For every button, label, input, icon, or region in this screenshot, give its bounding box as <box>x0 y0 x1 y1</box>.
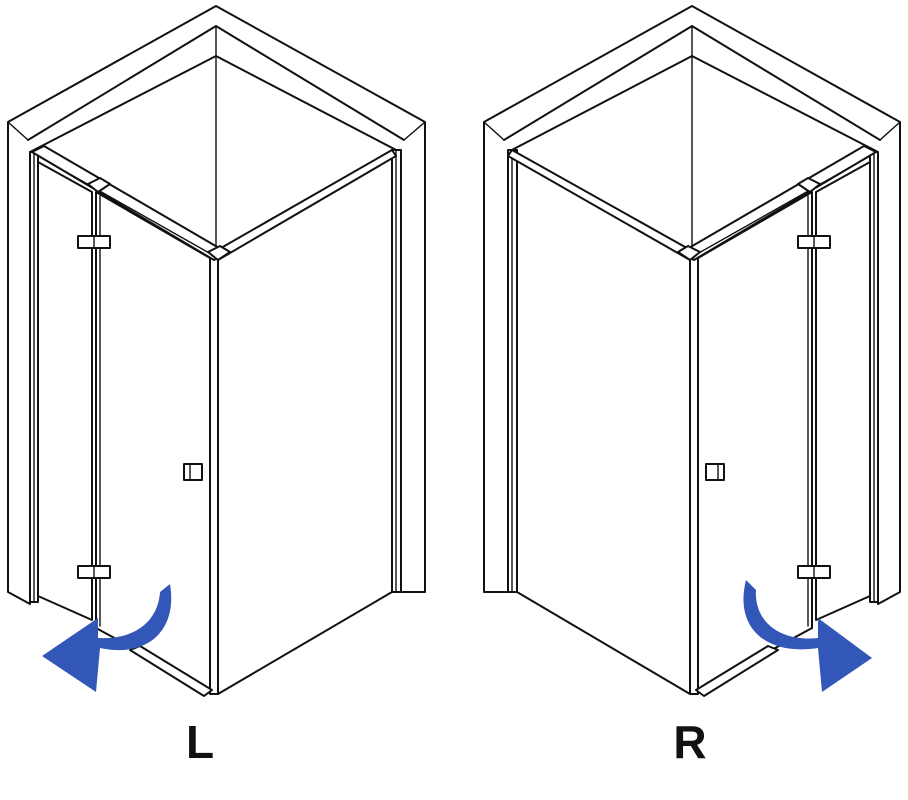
wall-side-edge-right <box>879 121 901 141</box>
corner-profile <box>209 255 219 695</box>
door-handle <box>705 463 725 481</box>
wall-side-edge-right <box>403 121 426 141</box>
hinge-top <box>77 235 111 249</box>
opening-arrow-right <box>743 580 872 692</box>
variant-label-right: R <box>673 716 707 768</box>
variant-label-left: L <box>185 716 215 768</box>
front-fixed-panel <box>815 161 871 621</box>
top-rail-front-edge <box>689 155 871 259</box>
rail-corner-cap <box>677 245 701 261</box>
hinge-top <box>797 235 831 249</box>
wall-side-edge-left <box>483 121 505 141</box>
bottom-threshold <box>695 645 779 697</box>
hinge-bottom <box>797 565 831 579</box>
top-rail-front-edge <box>37 155 219 259</box>
corner-profile <box>689 255 699 695</box>
shower-enclosure-right <box>483 5 901 697</box>
rail-connector <box>87 177 111 193</box>
wall-side-edge-left <box>7 121 29 141</box>
shower-enclosure-left <box>7 5 426 697</box>
rail-corner-cap <box>207 245 231 261</box>
hinge-bottom <box>77 565 111 579</box>
opening-arrow-left <box>42 584 172 692</box>
front-fixed-panel <box>37 161 93 621</box>
door-handle <box>183 463 203 481</box>
rail-connector <box>797 177 821 193</box>
